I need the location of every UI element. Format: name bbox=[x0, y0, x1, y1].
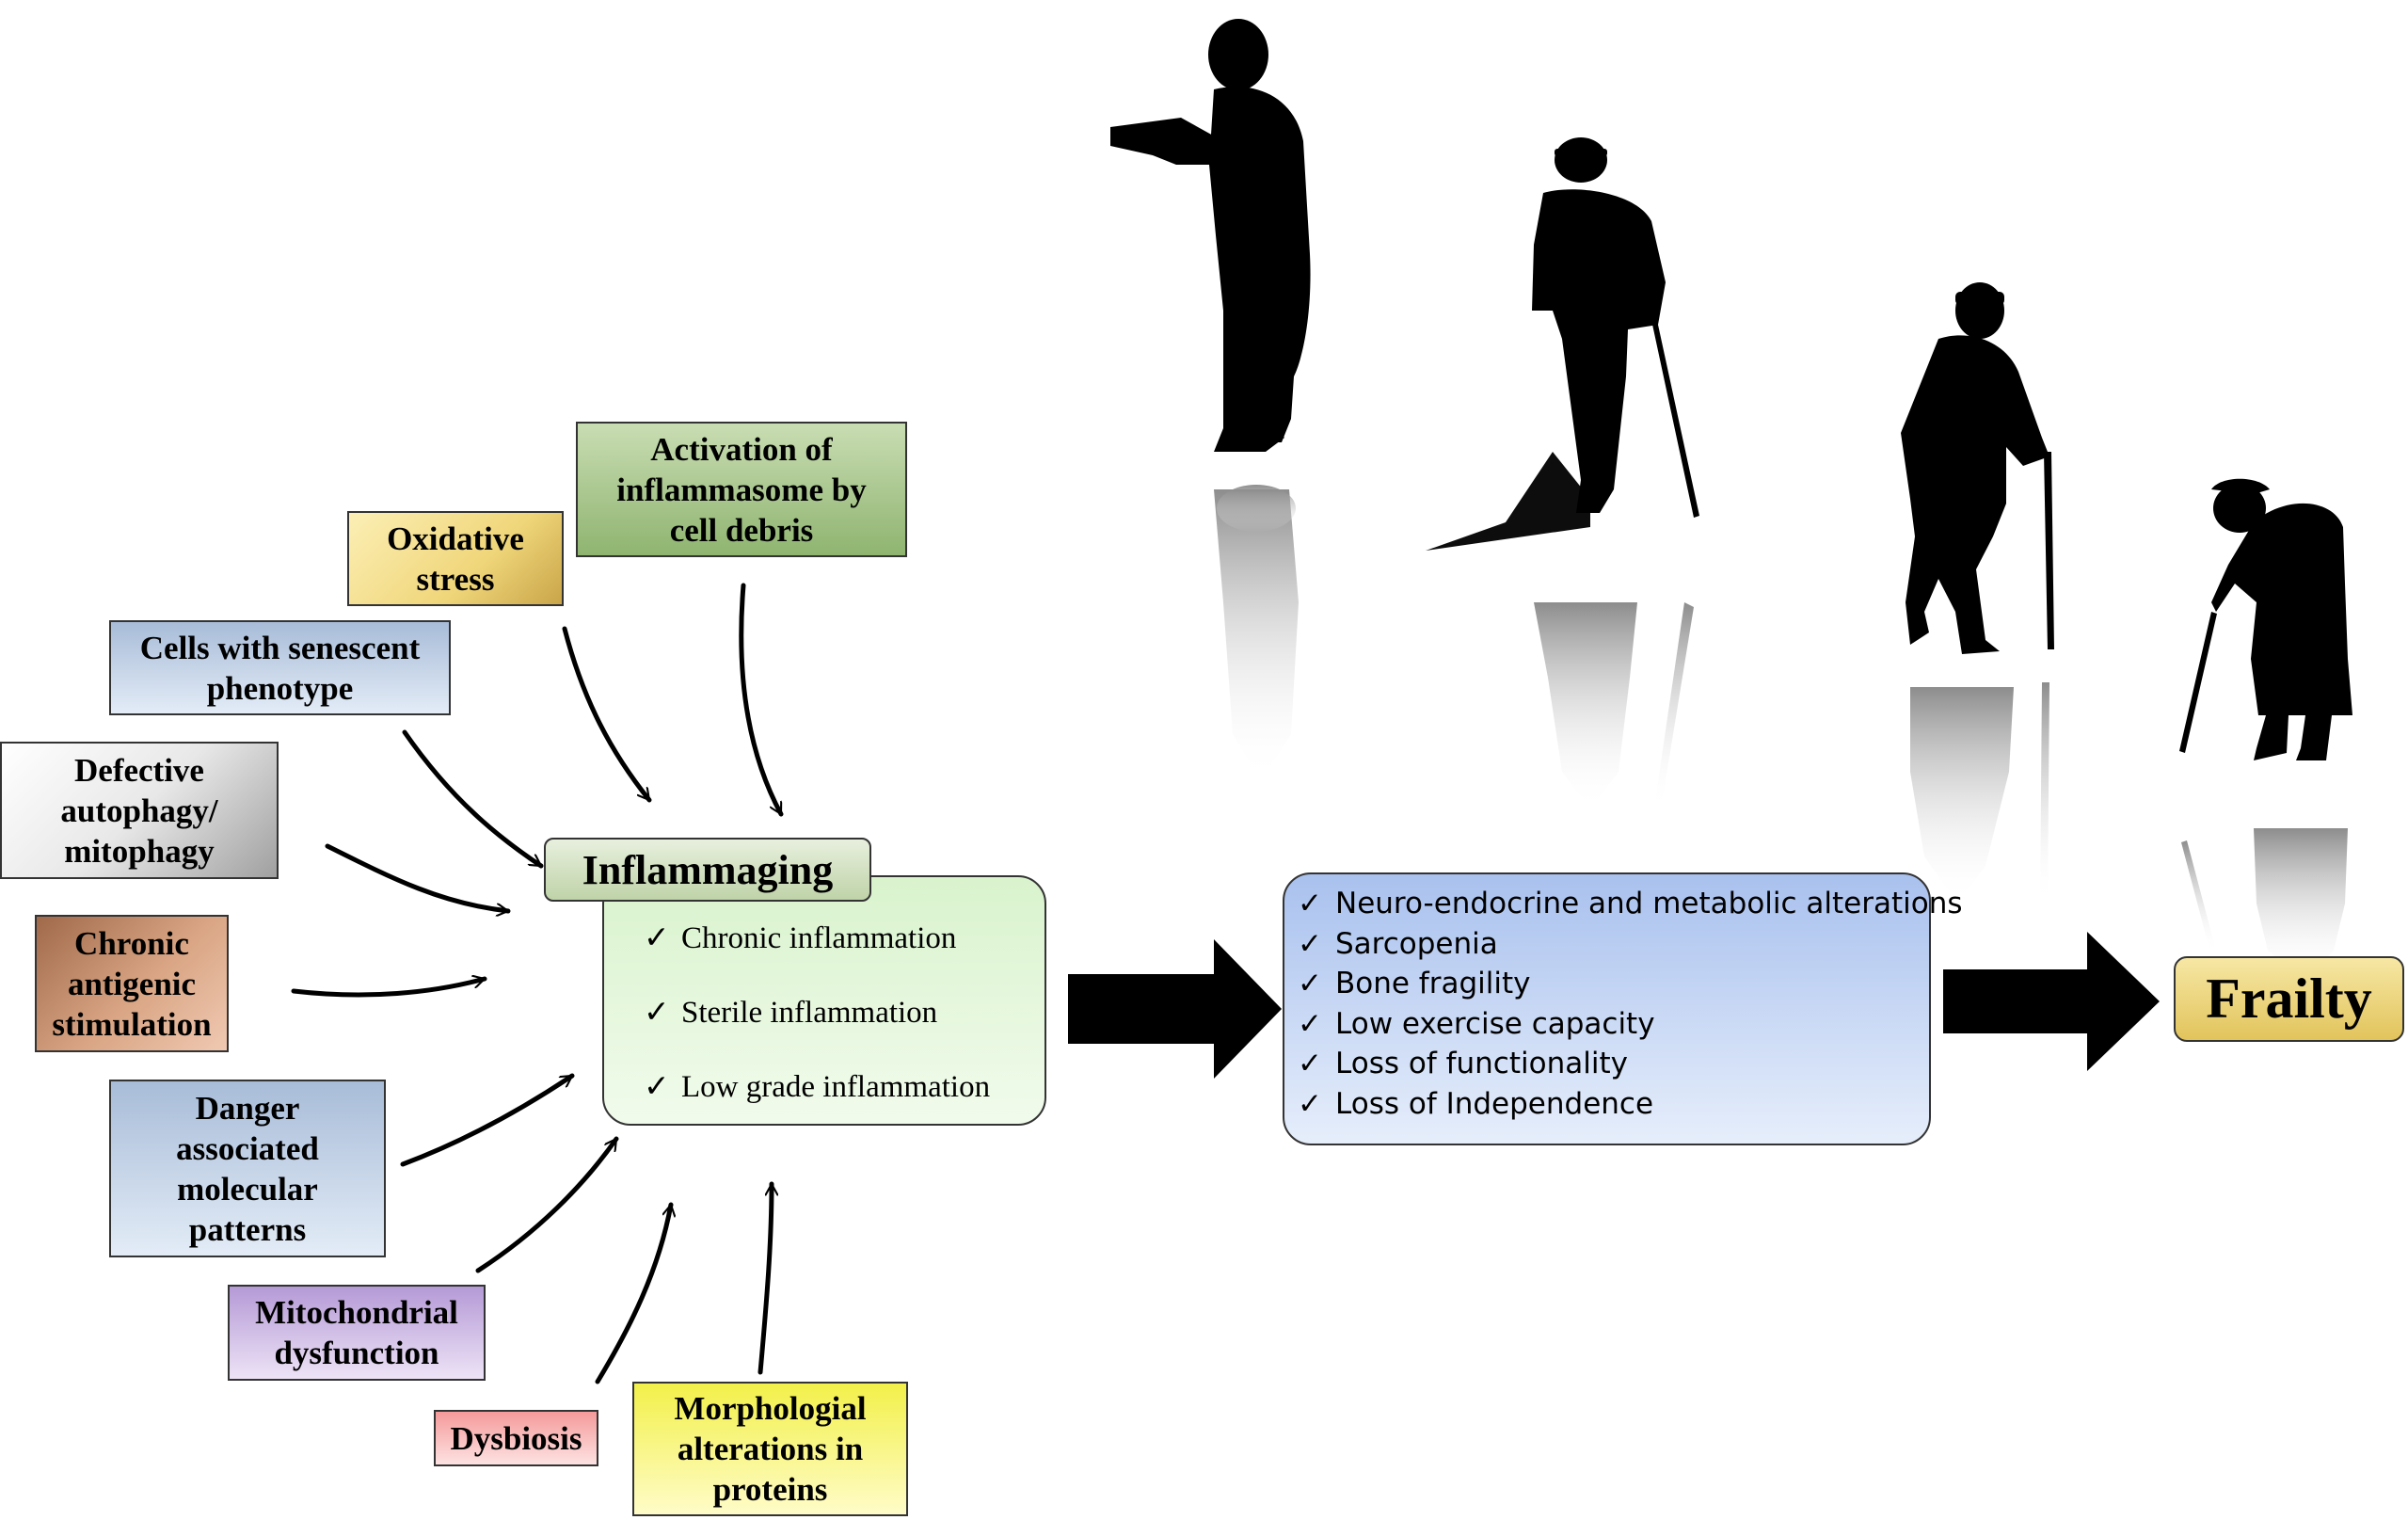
elderly-hunched-cane-reflection bbox=[2181, 828, 2348, 979]
arrow-activation bbox=[739, 583, 784, 817]
effects-list: ✓ Neuro-endocrine and metabolic alteratio… bbox=[1283, 872, 1963, 1145]
cause-dysbiosis-box: Dysbiosis bbox=[434, 1410, 598, 1466]
cause-text-line: Mitochondrial bbox=[255, 1294, 458, 1331]
cause-text-line: Morphologial bbox=[674, 1390, 867, 1427]
cause-text-line: associated bbox=[176, 1129, 319, 1167]
cause-text-line: Defective bbox=[74, 751, 204, 789]
check-icon: ✓ bbox=[1298, 926, 1322, 961]
cause-text-line: autophagy/ bbox=[60, 792, 218, 829]
arrow-autophagy bbox=[325, 843, 511, 911]
elderly-hat-cane-reflection bbox=[1910, 682, 2049, 904]
arrow-oxidative bbox=[562, 626, 652, 803]
cause-text-line: dysfunction bbox=[274, 1335, 439, 1371]
cause-text-line: Activation of bbox=[650, 430, 833, 468]
effect-item-text: Sarcopenia bbox=[1335, 926, 1498, 961]
effect-item-text: Loss of Independence bbox=[1335, 1086, 1654, 1121]
effect-item: ✓ Low exercise capacity bbox=[1284, 1004, 1929, 1045]
elderly-walking-cane-silhouette-icon bbox=[1426, 137, 1699, 551]
effect-item: ✓ Bone fragility bbox=[1284, 964, 1929, 1004]
cause-text-line: Dysbiosis bbox=[450, 1419, 582, 1457]
arrow-mitochondrial bbox=[475, 1136, 619, 1273]
check-icon: ✓ bbox=[644, 996, 670, 1030]
effect-item: ✓ Loss of Independence bbox=[1284, 1084, 1929, 1125]
cause-chronic-antigenic-box: Chronic antigenic stimulation bbox=[35, 915, 229, 1052]
effect-item: ✓ Sarcopenia bbox=[1284, 924, 1929, 965]
arrow-damps bbox=[400, 1073, 575, 1167]
inflammaging-item-text: Low grade inflammation bbox=[681, 1070, 991, 1104]
cause-text-line: Danger bbox=[195, 1089, 300, 1127]
cause-text-line: alterations in bbox=[677, 1431, 864, 1467]
check-icon: ✓ bbox=[1298, 967, 1322, 1000]
effect-item: ✓ Loss of functionality bbox=[1284, 1044, 1929, 1084]
arrow-dysbiosis bbox=[595, 1202, 671, 1384]
cause-text-line: Cells with senescent bbox=[139, 629, 421, 666]
elderly-reading-reflection bbox=[1214, 485, 1299, 781]
check-icon: ✓ bbox=[1298, 1086, 1322, 1121]
effect-item-text: Low exercise capacity bbox=[1335, 1006, 1655, 1041]
cause-text-line: mitophagy bbox=[64, 832, 215, 870]
cause-text-line: Chronic bbox=[74, 924, 189, 962]
cause-text-line: stimulation bbox=[52, 1005, 212, 1043]
cause-text-line: antigenic bbox=[67, 965, 197, 1002]
frailty-outcome-box: Frailty bbox=[2174, 956, 2404, 1042]
cause-text-line: inflammasome by bbox=[616, 471, 867, 508]
elderly-reading-silhouette-icon bbox=[1110, 19, 1311, 452]
inflammaging-item: ✓ Sterile inflammation bbox=[644, 993, 937, 1031]
effect-item-text: Loss of functionality bbox=[1335, 1047, 1628, 1080]
big-arrow-2 bbox=[1943, 932, 2160, 1071]
cause-text-line: Oxidative bbox=[387, 520, 524, 557]
arrow-chronic-antigenic bbox=[291, 979, 487, 998]
check-icon: ✓ bbox=[644, 921, 670, 955]
inflammaging-item: ✓ Low grade inflammation bbox=[644, 1067, 990, 1105]
inflammaging-item-text: Chronic inflammation bbox=[681, 921, 957, 955]
arrow-morphological bbox=[757, 1181, 772, 1375]
effect-item: ✓ Neuro-endocrine and metabolic alteratio… bbox=[1284, 884, 1963, 924]
cause-text-line: proteins bbox=[712, 1471, 828, 1508]
check-icon: ✓ bbox=[644, 1070, 670, 1104]
effect-item-text: Neuro-endocrine and metabolic alteration… bbox=[1335, 887, 1963, 920]
cause-text-line: stress bbox=[416, 560, 495, 598]
inflammaging-title: Inflammaging bbox=[544, 838, 871, 902]
big-arrow-1 bbox=[1068, 939, 1282, 1079]
cause-damps-box: Danger associated molecular patterns bbox=[109, 1080, 386, 1257]
cause-autophagy-box: Defective autophagy/ mitophagy bbox=[0, 742, 279, 879]
elderly-hat-cane-silhouette-icon bbox=[1901, 282, 2054, 654]
elderly-walking-cane-reflection bbox=[1534, 602, 1694, 809]
cause-morphological-box: Morphologial alterations in proteins bbox=[632, 1382, 908, 1516]
cause-senescent-box: Cells with senescent phenotype bbox=[109, 620, 451, 715]
inflammaging-item: ✓ Chronic inflammation bbox=[644, 919, 956, 956]
cause-activation-box: Activation of inflammasome by cell debri… bbox=[576, 422, 907, 557]
arrow-senescent bbox=[402, 729, 544, 869]
check-icon: ✓ bbox=[1298, 887, 1322, 920]
check-icon: ✓ bbox=[1298, 1047, 1322, 1080]
elderly-hunched-cane-silhouette-icon bbox=[2179, 478, 2352, 760]
cause-oxidative-box: Oxidative stress bbox=[347, 511, 564, 606]
cause-text-line: phenotype bbox=[206, 669, 354, 707]
cause-text-line: cell debris bbox=[669, 511, 814, 549]
check-icon: ✓ bbox=[1298, 1006, 1322, 1041]
inflammaging-item-text: Sterile inflammation bbox=[681, 996, 938, 1030]
effect-item-text: Bone fragility bbox=[1335, 967, 1531, 1000]
cause-text-line: patterns bbox=[188, 1210, 307, 1248]
inflammaging-list: ✓ Chronic inflammation ✓ Sterile inflammat… bbox=[602, 875, 1046, 1126]
cause-text-line: molecular bbox=[177, 1170, 318, 1208]
cause-mitochondrial-box: Mitochondrial dysfunction bbox=[228, 1285, 486, 1381]
